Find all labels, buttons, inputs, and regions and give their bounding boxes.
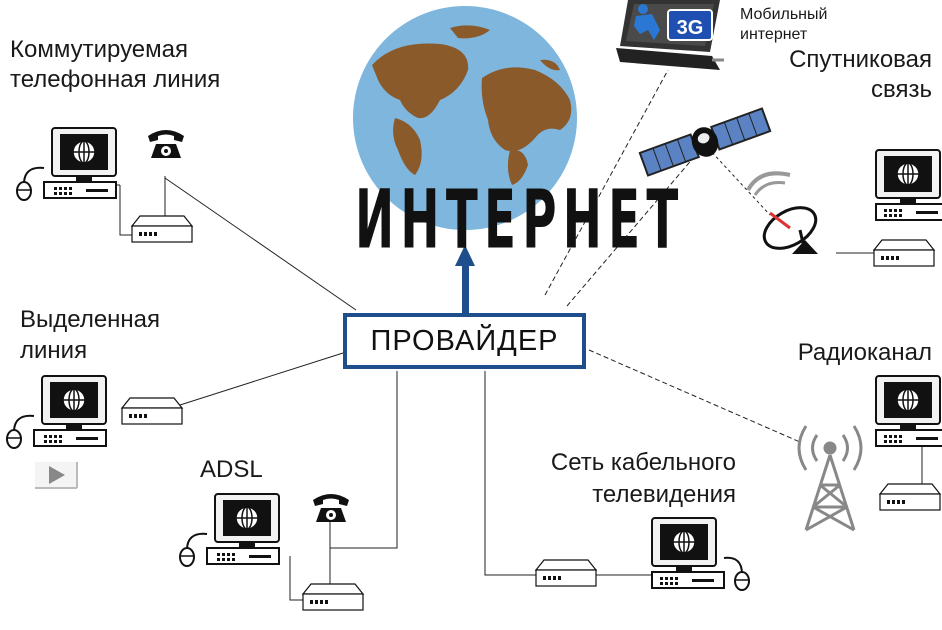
label-satellite-2: связь (871, 76, 932, 103)
connection-lines (108, 69, 923, 601)
satellite-dish-icon (746, 171, 818, 254)
line-cable (484, 371, 538, 576)
adsl-computer-icon (179, 493, 280, 567)
internet-title: ИНТЕРНЕТ (355, 173, 685, 268)
dialup-computer-icon (16, 127, 117, 201)
satellite-icon (638, 107, 772, 177)
cable-computer-icon (651, 517, 750, 591)
line-radio (588, 349, 801, 443)
provider-box: ПРОВАЙДЕР (343, 313, 586, 369)
label-dialup-1: Коммутируемая (10, 36, 188, 63)
cable-modem-icon (535, 559, 597, 587)
badge-3g: 3G (677, 17, 704, 39)
line-adsl (330, 371, 398, 549)
line-dialup-pc-modem (119, 185, 135, 236)
dialup-phone-icon (148, 130, 184, 158)
line-mobile (544, 69, 669, 296)
leased-computer-icon (6, 375, 107, 449)
line-satellite-link (707, 147, 771, 216)
label-leased-2: линия (20, 337, 88, 364)
globe-icon (353, 6, 577, 230)
label-radio: Радиоканал (797, 339, 932, 366)
up-arrow-icon (455, 245, 475, 314)
label-leased-1: Выделенная (20, 306, 161, 333)
label-mobile-1: Мобильный (740, 6, 828, 23)
adsl-phone-icon (313, 494, 349, 522)
label-satellite-1: Спутниковая (789, 46, 932, 73)
adsl-modem-icon (302, 583, 364, 611)
line-dialup (164, 177, 357, 311)
label-dialup-2: телефонная линия (10, 66, 221, 93)
dialup-modem-icon (131, 215, 193, 243)
label-mobile-2: интернет (740, 26, 808, 43)
radio-tower-icon (797, 425, 863, 532)
leased-modem-icon (121, 397, 183, 425)
label-cable-2: телевидения (592, 481, 736, 508)
satellite-computer-icon (875, 149, 942, 223)
satellite-modem-icon (873, 239, 935, 267)
laptop-3g-icon: 3G (616, 0, 724, 70)
play-icon (35, 462, 78, 489)
label-cable-1: Сеть кабельного (550, 449, 736, 476)
radio-computer-icon (875, 375, 942, 449)
line-adsl-pc-modem (289, 556, 305, 601)
label-adsl: ADSL (200, 456, 263, 483)
line-leased (179, 352, 344, 406)
radio-modem-icon (879, 483, 941, 511)
line-satellite (566, 149, 701, 307)
